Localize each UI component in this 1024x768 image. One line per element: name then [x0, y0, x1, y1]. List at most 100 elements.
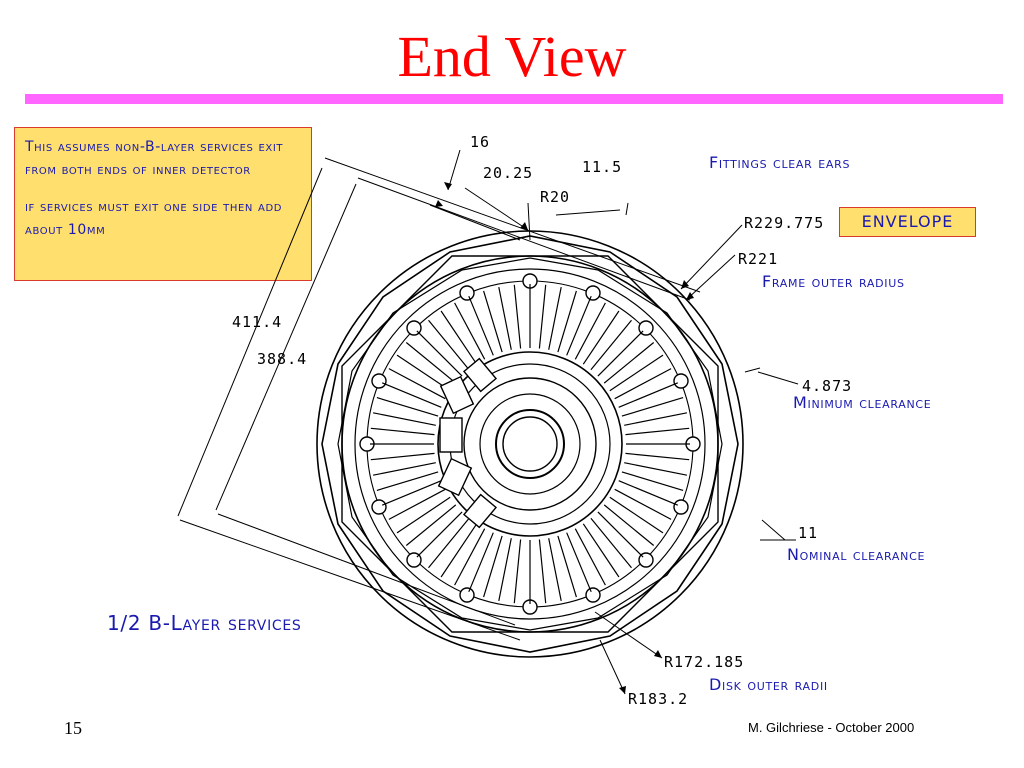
slide-footer: M. Gilchriese - October 2000 — [748, 720, 915, 735]
slide-number: 15 — [64, 718, 82, 738]
disk-sector-line — [614, 488, 672, 520]
disk-sector-line — [483, 535, 503, 598]
disk-sector-line — [603, 342, 655, 384]
disk-sector-line — [582, 310, 620, 365]
disk-sector-line — [548, 538, 562, 602]
beam-pipe-inner — [502, 416, 558, 472]
assumption-note: This assumes non-B-layer services exit f… — [14, 127, 312, 281]
disk-sector-line — [557, 290, 577, 353]
disk-sector-line — [618, 382, 679, 408]
disk-sector-line — [625, 452, 690, 461]
dim-4-873: 4.873 — [802, 377, 852, 395]
disk-sector-line — [566, 532, 592, 593]
dim-20-25: 20.25 — [483, 164, 533, 182]
beam-pipe — [495, 409, 565, 479]
disk-sector-line — [483, 290, 503, 353]
disk-sector-line — [590, 517, 632, 569]
label-disk-outer-radii: Disk outer radii — [709, 675, 828, 694]
disk-sector-line — [416, 330, 463, 377]
disk-sector-line — [566, 295, 592, 356]
disk-sector-line — [428, 319, 470, 371]
label-frame-outer-radius: Frame outer radius — [762, 272, 905, 291]
disk-sector-line — [557, 535, 577, 598]
dim-r229-775: R229.775 — [744, 214, 824, 232]
slide-title: End View — [397, 24, 627, 89]
disk-ring-2 — [354, 268, 706, 620]
disk-sector-line — [548, 286, 562, 350]
octagon-frame — [341, 255, 719, 633]
disk-sector-line — [614, 368, 672, 400]
dim-11-5: 11.5 — [582, 158, 622, 176]
disk-sector-line — [376, 471, 439, 491]
disk-sector-line — [454, 528, 486, 586]
disk-sector-line — [388, 488, 446, 520]
disk-sector-line — [440, 310, 478, 365]
disk-sector-line — [597, 330, 644, 377]
label-b-layer-services: 1/2 B-Layer services — [107, 611, 302, 635]
disk-sector-line — [597, 511, 644, 558]
disk-sector-line — [381, 480, 442, 506]
disk-sector-line — [381, 382, 442, 408]
disk-sector-line — [388, 368, 446, 400]
dim-r221: R221 — [738, 250, 778, 268]
disk-sector-line — [405, 504, 457, 546]
disk-sector-line — [498, 538, 512, 602]
disk-sector-line — [428, 517, 470, 569]
frame-outer — [321, 235, 739, 653]
b-layer-ring — [463, 377, 597, 511]
disk-sector-line — [513, 539, 522, 604]
note-line-1: This assumes non-B-layer services exit f… — [25, 139, 284, 178]
dim-r183-2: R183.2 — [628, 690, 688, 708]
dim-r172-185: R172.185 — [664, 653, 744, 671]
label-fittings-clear-ears: Fittings clear ears — [709, 153, 851, 172]
disk-sector-line — [468, 532, 494, 593]
disk-sector-line — [618, 480, 679, 506]
disk-sector-line — [372, 462, 436, 476]
disk-sector-line — [538, 284, 547, 349]
disk-sector-line — [498, 286, 512, 350]
dim-r20: R20 — [540, 188, 570, 206]
b-layer-service-bundles — [437, 357, 498, 529]
disk-sector-line — [609, 496, 664, 534]
disk-sector-line — [574, 302, 606, 360]
note-line-2: if services must exit one side then add … — [25, 199, 283, 238]
disk-sector-line — [370, 427, 435, 436]
disk-sector-line — [440, 523, 478, 578]
disk-sector-line — [513, 284, 522, 349]
dim-11: 11 — [798, 524, 818, 542]
disk-sector-line — [621, 471, 684, 491]
frame-inner — [337, 257, 723, 631]
disk-sector-line — [396, 496, 451, 534]
dim-411-4: 411.4 — [232, 313, 282, 331]
disk-sector-line — [624, 412, 688, 426]
disk-sector-line — [625, 427, 690, 436]
mounting-holes — [359, 273, 701, 615]
disk-sector-line — [624, 462, 688, 476]
disk-sector-line — [376, 397, 439, 417]
barrel-inner — [449, 363, 611, 525]
envelope-label: ENVELOPE — [839, 207, 976, 237]
b-layer-inner — [479, 393, 581, 495]
barrel-outer — [437, 351, 623, 537]
disk-sector-line — [370, 452, 435, 461]
disk-sector-line — [609, 354, 664, 392]
disk-sectors — [370, 284, 690, 604]
label-nominal-clearance: Nominal clearance — [787, 545, 926, 564]
title-rule — [25, 94, 1003, 104]
dim-16: 16 — [470, 133, 490, 151]
disk-sector-line — [405, 342, 457, 384]
disk-sector-line — [416, 511, 463, 558]
dim-388-4: 388.4 — [257, 350, 307, 368]
disk-sector-line — [468, 295, 494, 356]
disk-sector-line — [621, 397, 684, 417]
disk-sector-line — [396, 354, 451, 392]
disk-outer-ring — [341, 255, 719, 633]
disk-sector-line — [590, 319, 632, 371]
label-minimum-clearance: Minimum clearance — [793, 393, 932, 412]
disk-sector-line — [454, 302, 486, 360]
disk-sector-line — [582, 523, 620, 578]
disk-sector-line — [538, 539, 547, 604]
disk-sector-line — [574, 528, 606, 586]
disk-sector-line — [372, 412, 436, 426]
